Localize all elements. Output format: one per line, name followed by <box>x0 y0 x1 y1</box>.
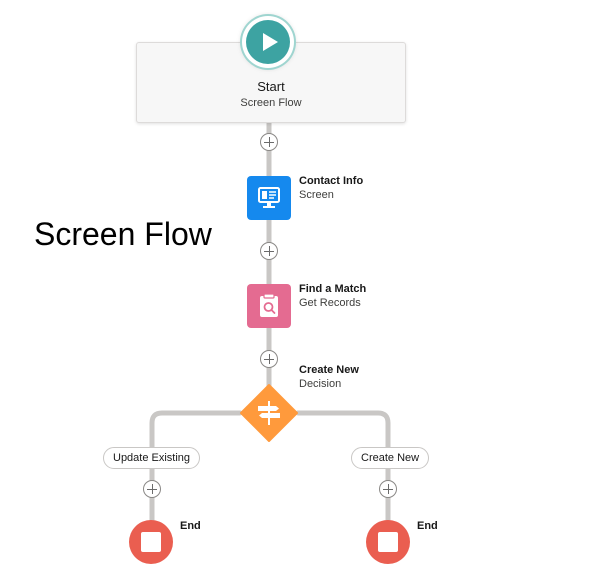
screen-icon <box>258 187 280 208</box>
node-title: Contact Info <box>299 175 364 187</box>
add-element-button[interactable] <box>379 480 397 498</box>
decision-element-icon[interactable] <box>238 382 300 444</box>
stop-icon <box>378 532 398 552</box>
end-element-left[interactable] <box>129 520 173 564</box>
screen-element-icon[interactable] <box>247 176 291 220</box>
add-element-button[interactable] <box>260 350 278 368</box>
add-element-button[interactable] <box>260 242 278 260</box>
play-icon <box>263 33 278 51</box>
node-title: Create New <box>299 364 359 376</box>
start-label: Start <box>257 79 285 94</box>
get-records-element-icon[interactable] <box>247 284 291 328</box>
node-title: Find a Match <box>299 283 367 295</box>
decision-icon <box>258 401 280 425</box>
node-type: Screen <box>299 189 334 201</box>
end-element-right[interactable] <box>366 520 410 564</box>
branch-label-update-existing[interactable]: Update Existing <box>103 447 201 469</box>
overlay-title: Screen Flow <box>34 216 212 252</box>
end-label: End <box>417 520 438 532</box>
end-label: End <box>180 520 201 532</box>
start-type: Screen Flow <box>240 97 302 109</box>
stop-icon <box>141 532 161 552</box>
node-type: Get Records <box>299 297 361 309</box>
add-element-button[interactable] <box>143 480 161 498</box>
node-type: Decision <box>299 378 342 390</box>
start-icon[interactable] <box>242 16 294 68</box>
branch-label-create-new[interactable]: Create New <box>351 447 430 469</box>
get-records-icon <box>260 293 278 317</box>
add-element-button[interactable] <box>260 133 278 151</box>
